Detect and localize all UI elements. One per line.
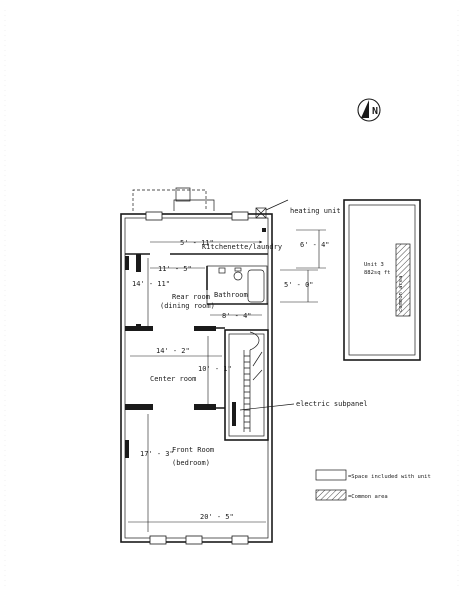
kitchen-width-dim: 5' - 11" bbox=[180, 239, 214, 247]
kitchen-label: Kitchenette/laundry bbox=[202, 243, 282, 251]
overall-width-dim: 20' - 5" bbox=[200, 513, 234, 521]
bath-height-dim: 5' - 0" bbox=[284, 281, 314, 289]
legend-common-label: =Common area bbox=[348, 494, 388, 500]
legend: =Space included with unit =Common area bbox=[315, 469, 431, 501]
rear-width-dim: 11' - 5" bbox=[158, 265, 192, 273]
inset-area-label: 882sq ft bbox=[364, 270, 391, 276]
inset-unit-label: Unit 3 bbox=[364, 262, 384, 268]
interior-walls bbox=[125, 207, 269, 458]
heating-unit-label: heating unit bbox=[290, 207, 341, 215]
rear-height-dim: 14' - 11" bbox=[132, 280, 170, 288]
front-height-dim: 17' - 3" bbox=[140, 450, 174, 458]
center-width-dim: 14' - 2" bbox=[156, 347, 190, 355]
scan-marks bbox=[4, 10, 459, 590]
bathroom-label: Bathroom bbox=[214, 291, 248, 299]
callouts: heating unit electric subpanel bbox=[239, 199, 368, 411]
front-room-label: Front Room bbox=[172, 446, 214, 454]
electric-subpanel-label: electric subpanel bbox=[296, 400, 368, 408]
kitchen-height-dim: 6' - 4" bbox=[300, 241, 330, 249]
rear-room-label: Rear room bbox=[172, 293, 210, 301]
legend-included-label: =Space included with unit bbox=[348, 474, 431, 480]
center-height-dim: 10' - 1" bbox=[198, 365, 232, 373]
dimension-labels: 5' - 11" 6' - 4" 11' - 5" 14' - 11" 5' -… bbox=[132, 239, 330, 521]
legend-common-swatch bbox=[315, 489, 347, 501]
bath-width-dim: 8' - 4" bbox=[222, 312, 252, 320]
dimension-lines bbox=[128, 229, 326, 532]
inset-common-label: common area bbox=[398, 276, 404, 312]
front-room-sub-label: (bedroom) bbox=[172, 459, 210, 467]
common-area-hatch bbox=[395, 243, 411, 317]
rear-room-sub-label: (dining room) bbox=[160, 302, 215, 310]
north-label: N bbox=[372, 106, 378, 117]
north-arrow-icon: N bbox=[357, 98, 381, 122]
center-room-label: Center room bbox=[150, 375, 196, 383]
outer-walls bbox=[120, 211, 273, 545]
rear-extension bbox=[132, 187, 215, 211]
stair-treads bbox=[243, 331, 263, 432]
key-plan-inset: Unit 3 882sq ft common area bbox=[343, 199, 421, 361]
room-labels: Kitchenette/laundry Rear room (dining ro… bbox=[150, 243, 282, 467]
legend-included-swatch bbox=[315, 469, 347, 481]
